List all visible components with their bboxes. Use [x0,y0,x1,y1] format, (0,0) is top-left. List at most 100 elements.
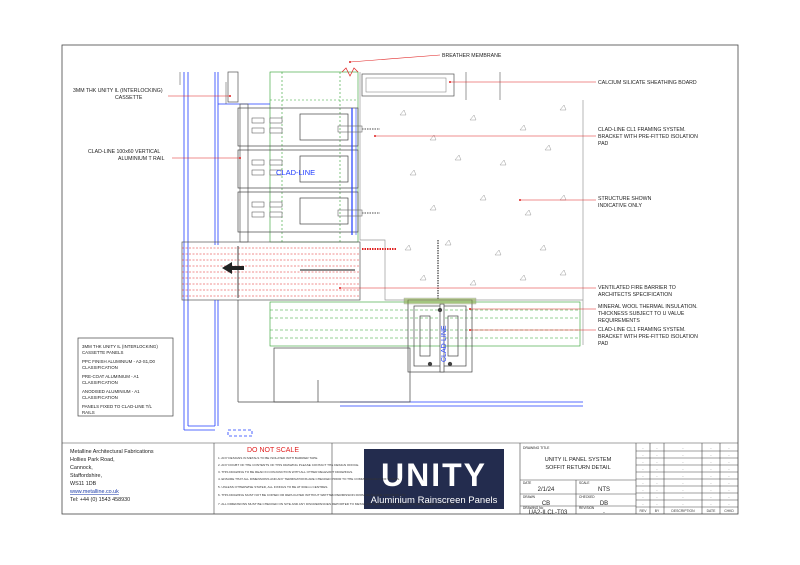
revision-header: REV [640,509,648,513]
breather-membrane [341,67,359,77]
note-line: CLASSIFICATION [82,395,118,400]
callout-fire-barrier-line1: VENTILATED FIRE BARRIER TO [598,285,676,291]
soffit-insulation [269,301,581,347]
drawing-title-line2: SOFFIT RETURN DETAIL [545,465,610,471]
drawing-title-line1: UNITY IL PANEL SYSTEM [545,457,612,463]
drawn-value: CB [542,501,550,507]
callout-cassette-line1: 3MM THK UNITY IL (INTERLOCKING) [73,88,163,94]
callout-t-rail-line1: CLAD-LINE 100x60 VERTICAL [88,149,160,155]
callout-t-rail-line2: ALUMINIUM T RAIL [118,156,165,162]
revision-header: CHKD [724,509,734,513]
leader-ends [229,61,521,331]
callout-framing2-line3: PAD [598,341,609,347]
revision-cell: - [682,488,683,492]
company-postcode: WS11 1DB [70,481,97,487]
revision-cell: - [728,495,729,499]
panel-label: CLAD-LINE [276,168,315,177]
scale-value: NTS [598,487,610,493]
warning-line: 1. ANY DESIGNS IN METALS TO BE ISOLATED … [218,456,318,460]
warning-line: 5. UNLESS OTHERWISE STATED, ALL FIXINGS … [218,485,328,489]
revision-cell: - [728,481,729,485]
revision-cell: - [656,502,657,506]
scale-label: SCALE [579,481,589,485]
revision-cell: - [656,474,657,478]
revision-cell: - [656,467,657,471]
note-line: CLASSIFICATION [82,380,118,385]
revision-cell: - [728,460,729,464]
revision-cell: - [642,481,643,485]
soffit-rail [237,300,411,403]
ventilation-arrow-icon [222,262,244,274]
revision-cell: - [682,467,683,471]
unity-logo [364,449,504,509]
company-address: Cannock, [70,465,93,471]
company-telephone: Tel: +44 (0) 1543 458930 [70,497,130,503]
cassette-panel-vertical [183,72,270,430]
warning-line: 4. ENSURE THAT ALL DIMENSIONS AND ANY TE… [218,477,400,481]
revision-cell: - [656,453,657,457]
note-line: PRE-COAT ALUMINIUM - A1 [82,374,139,379]
warning-line: 7. ALL DIMENSIONS MUST BE CHECKED ON SIT… [218,502,457,506]
callout-framing-line3: PAD [598,141,609,147]
warning-line: 3. THIS DRAWING TO BE READ IN CONJUNCTIO… [218,470,353,474]
revision-cell: - [682,453,683,457]
date-value: 2/1/24 [538,487,555,493]
revision-cell: - [710,481,711,485]
checked-value: DB [600,501,608,507]
callout-cassette-line2: CASSETTE [115,95,143,101]
revision-cell: - [710,446,711,450]
sheet-border [61,44,739,515]
note-line: CLASSIFICATION [82,365,118,370]
revision-value: - [603,510,605,516]
revision-cell: - [728,474,729,478]
revision-cell: - [682,460,683,464]
revision-cell: - [682,481,683,485]
revision-cell: - [642,488,643,492]
callout-mineral-wool-line1: MINERAL WOOL THERMAL INSULATION. [598,304,698,310]
revision-cell: - [656,495,657,499]
do-not-scale-heading: DO NOT SCALE [247,447,299,454]
revision-cell: - [728,467,729,471]
revision-cell: - [710,495,711,499]
callout-framing2-line2: BRACKET WITH PRE-FITTED ISOLATION [598,334,698,340]
wall-fixings [337,125,396,250]
callout-framing-line2: BRACKET WITH PRE-FITTED ISOLATION [598,134,698,140]
revision-header: DESCRIPTION [671,509,695,513]
revision-header: DATE [707,509,717,513]
revision-cell: - [682,495,683,499]
revision-table: ----------------------------------------… [640,446,735,513]
drawn-label: DRAWN [523,495,536,499]
revision-label: REVISION [579,506,595,510]
revision-cell: - [656,488,657,492]
fire-barrier [181,241,361,301]
company-website-link[interactable]: www.metalline.co.uk [69,489,119,495]
company-address: Hollies Park Road, [70,457,115,463]
sheathing-board [361,73,455,97]
revision-cell: - [642,446,643,450]
revision-cell: - [710,488,711,492]
company-name: Metalline Architectural Fabrications [70,449,154,455]
note-line: ANODISED ALUMINIUM - A1 [82,389,140,394]
revision-cell: - [728,488,729,492]
notes-box [77,337,174,417]
callout-structure-line1: STRUCTURE SHOWN [598,196,652,202]
revision-cell: - [710,467,711,471]
logo-subtitle: Aluminium Rainscreen Panels [371,495,498,506]
revision-cell: - [710,453,711,457]
callout-framing-line1: CLAD-LINE CL1 FRAMING SYSTEM. [598,127,686,133]
drawing-title-label: DRAWING TITLE [523,446,550,450]
revision-cell: - [642,495,643,499]
drawing-number-value: UA2-ILCL-T03 [529,510,568,516]
note-line: 3MM THK UNITY IL (INTERLOCKING) [82,344,158,349]
revision-cell: - [728,446,729,450]
revision-cell: - [710,460,711,464]
revision-cell: - [710,474,711,478]
callout-calcium-silicate: CALCIUM SILICATE SHEATHING BOARD [598,80,697,86]
note-line: PPC FINISH ALUMINIUM - A2-S1,D0 [82,359,156,364]
revision-cell: - [642,467,643,471]
cassette-profile [237,107,359,235]
soffit-bracket [403,240,477,373]
revision-cell: - [728,453,729,457]
revision-cell: - [682,474,683,478]
